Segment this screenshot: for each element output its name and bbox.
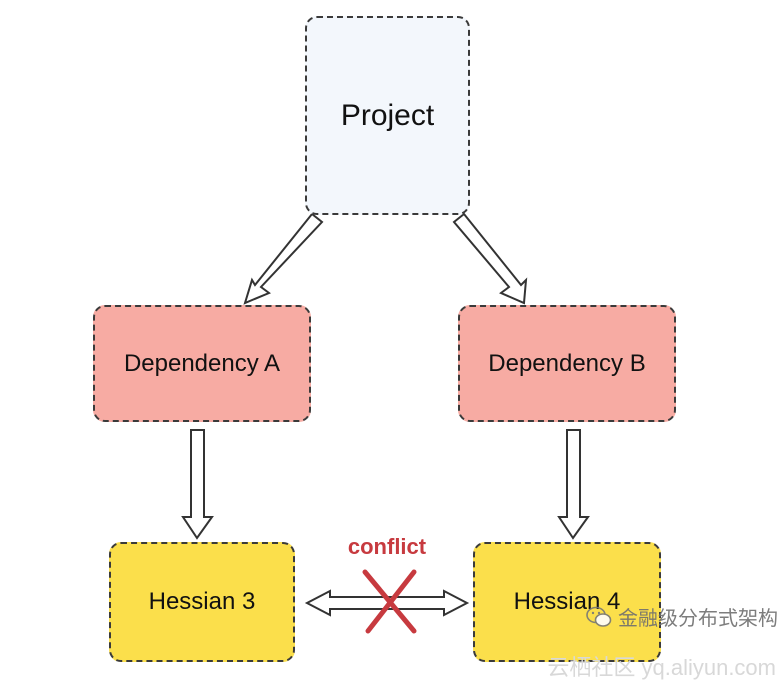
arrow-project-to-dep-a — [243, 212, 324, 305]
arrow-dep-b-to-hessian-4 — [557, 429, 590, 540]
dependency-b-label: Dependency B — [488, 349, 646, 377]
watermark-account: 金融级分布式架构 — [586, 602, 778, 631]
arrow-project-to-dep-b — [452, 212, 528, 305]
wechat-icon — [586, 606, 612, 627]
dependency-a-node: Dependency A — [93, 305, 311, 422]
dependency-a-label: Dependency A — [123, 349, 281, 377]
hessian-4-label: Hessian 4 — [513, 588, 621, 615]
hessian-3-node: Hessian 3 — [109, 542, 295, 662]
conflict-label: conflict — [347, 534, 427, 559]
project-node: Project — [305, 16, 470, 215]
watermark-account-text: 金融级分布式架构 — [618, 608, 778, 630]
hessian-3-label: Hessian 3 — [148, 588, 256, 615]
conflict-x-mark — [365, 569, 417, 634]
hessian-4-node: Hessian 4 — [473, 542, 661, 662]
arrow-dep-a-to-hessian-3 — [181, 429, 214, 540]
dependency-b-node: Dependency B — [458, 305, 676, 422]
project-label: Project — [340, 98, 435, 132]
watermark-site: 云栖社区 yq.aliyun.com — [547, 655, 776, 680]
